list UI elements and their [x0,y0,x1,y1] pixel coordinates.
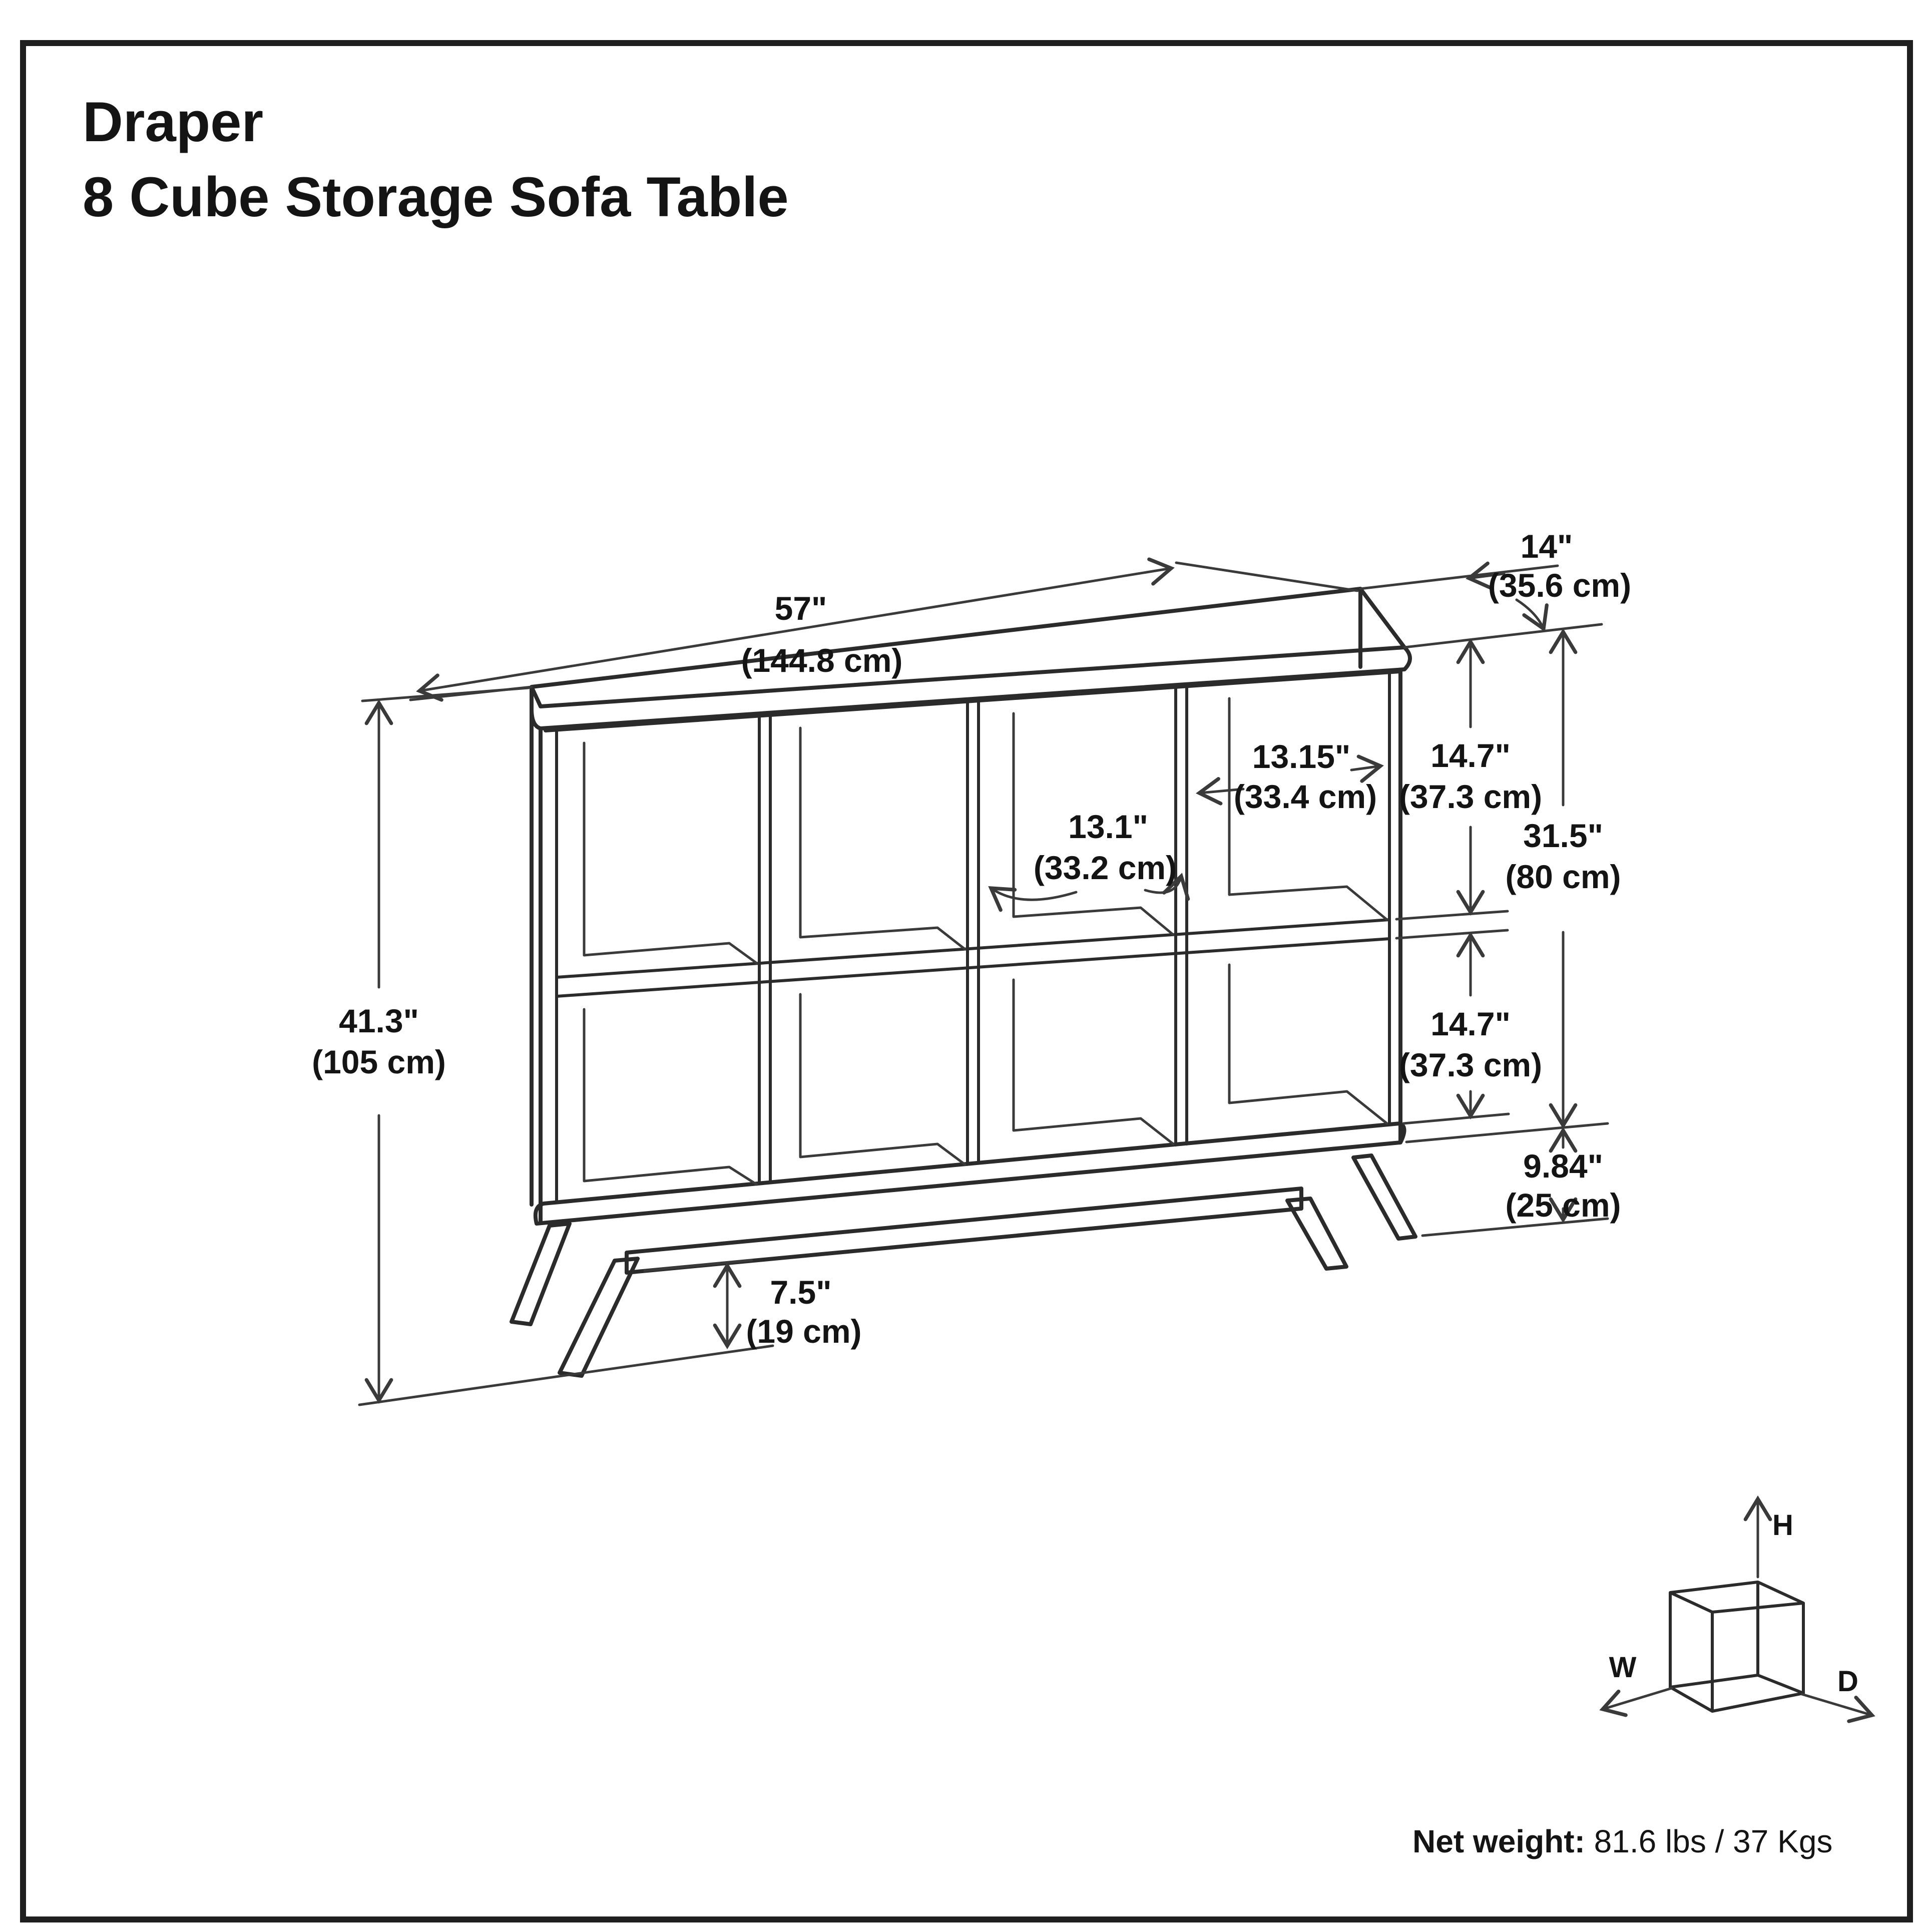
dim-depth: 14" (35.6 cm) [1359,528,1631,649]
dim-height-in: 41.3" [339,1002,419,1039]
dim-depth-leader [1515,598,1549,632]
dim-topcube-cm: (37.3 cm) [1399,778,1542,815]
dim-width-in: 57" [775,590,827,627]
product-type: 8 Cube Storage Sofa Table [83,166,789,228]
page-border [20,40,1913,1922]
cabinet-drawing [510,587,1417,1378]
dim-bottomboard-ext-line [1402,1112,1510,1125]
dim-cubew3-leader-left [988,886,1078,912]
dim-leg-in: 7.5" [770,1274,831,1311]
dim-leg-height: 7.5" (19 cm) [643,1259,862,1350]
dim-height-cm: (105 cm) [312,1043,446,1080]
dim-carcass-in: 31.5" [1523,817,1603,854]
dim-depth-arrow-back [1466,561,1506,590]
dim-bottom-cube-height: 14.7" (37.3 cm) [1399,931,1542,1125]
dim-cubew4-arrow-left [1196,777,1245,806]
product-name: Draper [83,91,263,153]
dim-cubew3-in: 13.1" [1068,808,1148,845]
dim-bottomcube-cm: (37.3 cm) [1399,1046,1542,1083]
cabinet-top-and-carcass-outline [530,587,1412,1226]
dim-width-cm: (144.8 cm) [741,642,903,679]
dim-depth-cm: (35.6 cm) [1488,567,1631,604]
net-weight-value: 81.6 lbs / 37 Kgs [1585,1823,1833,1859]
middle-shelf [555,918,1391,998]
dim-bottomcube-in: 14.7" [1430,1005,1511,1042]
dim-total-height: 41.3" (105 cm) [312,686,774,1406]
dim-leg-ext-top [643,1259,753,1272]
dim-topcube-in: 14.7" [1430,737,1511,774]
dim-leg-cm: (19 cm) [746,1313,861,1350]
dim-top-cube-height: 14.7" (37.3 cm) [1395,638,1542,940]
dim-shelf-ext-lines [1395,910,1509,940]
cube-interior-lines [583,697,1388,1186]
axis-d-arrow [1800,1693,1875,1723]
axis-d-label: D [1837,1665,1858,1698]
side-panel-inner-edges [555,671,1391,1204]
dim-cubew4-in: 13.15" [1252,738,1350,775]
dim-top-cube-width: 13.15" (33.4 cm) [1196,738,1384,815]
net-weight: Net weight: 81.6 lbs / 37 Kgs [1412,1823,1832,1859]
dim-cubew4-cm: (33.4 cm) [1234,778,1377,815]
dim-carcass-height: 31.5" (80 cm) [1405,628,1621,1143]
dim-cubew3-leader-right [1144,873,1190,901]
legs-and-apron [510,1153,1417,1378]
dim-ground-clearance: 9.84" (25 cm) [1421,1126,1621,1237]
net-weight-label: Net weight: [1412,1823,1585,1859]
dim-cubew4-arrow-right [1350,754,1384,783]
dim-floor-ext-left [358,1344,774,1406]
dim-clearance-in: 9.84" [1523,1147,1603,1185]
dim-clearance-cm: (25 cm) [1505,1187,1621,1224]
dim-bottom-ext-line [1405,1122,1609,1143]
dim-depth-ext-back [1359,564,1559,590]
axis-w-arrow [1599,1687,1673,1717]
page-title: Draper 8 Cube Storage Sofa Table [83,91,789,228]
dim-width-ext-right [1175,561,1359,592]
dim-carcass-cm: (80 cm) [1505,858,1621,895]
cube-dividers [758,685,1188,1185]
axis-h-label: H [1772,1509,1793,1541]
dim-depth-ext-front [1403,623,1603,649]
dim-mid-cube-width: 13.1" (33.2 cm) [988,808,1190,912]
dim-cubew3-cm: (33.2 cm) [1034,849,1177,886]
axis-cube-wireframe [1669,1581,1805,1713]
dim-width: 57" (144.8 cm) [409,557,1359,702]
dim-depth-in: 14" [1521,528,1573,565]
dim-floor-ext-right [1421,1217,1609,1237]
dim-width-line [416,557,1175,702]
axis-cube-icon: H W D [1599,1495,1875,1723]
axis-w-label: W [1609,1651,1637,1684]
dim-height-ext-top [361,686,530,702]
